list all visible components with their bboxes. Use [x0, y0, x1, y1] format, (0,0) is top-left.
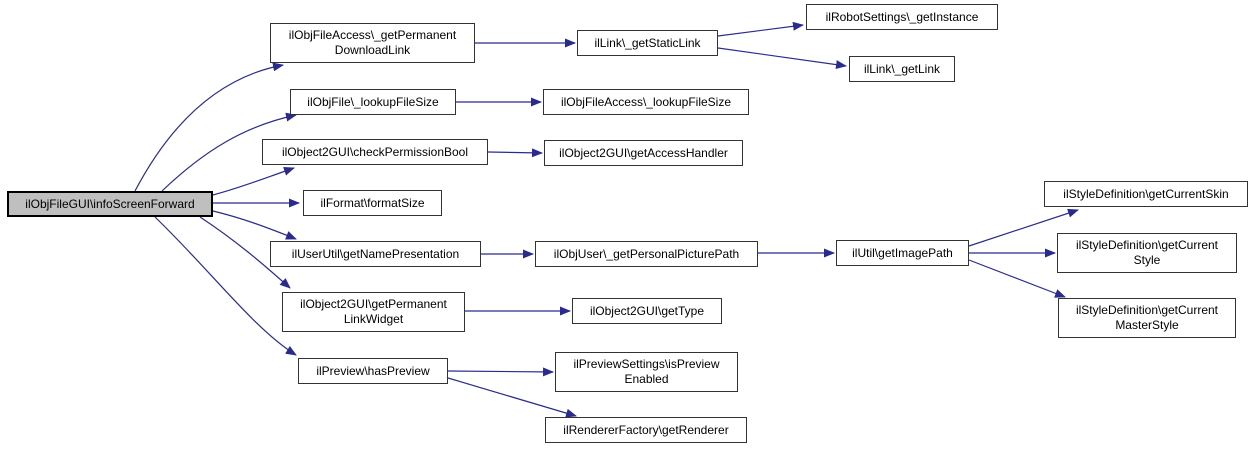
- node-isPreviewEnabled[interactable]: ilPreviewSettings\isPreview Enabled: [555, 352, 738, 392]
- node-getCurrentMasterStyle[interactable]: ilStyleDefinition\getCurrent MasterStyle: [1058, 298, 1236, 338]
- node-formatSize[interactable]: ilFormat\formatSize: [303, 190, 442, 216]
- node-getType[interactable]: ilObject2GUI\getType: [572, 298, 722, 324]
- edge-infoScreenForward-to-getNamePresentation: [212, 210, 297, 240]
- edge-getStaticLink-to-getInstance: [717, 21, 804, 37]
- edge-infoScreenForward-to-checkPermissionBool: [212, 167, 295, 196]
- node-getCurrentSkin[interactable]: ilStyleDefinition\getCurrentSkin: [1044, 181, 1248, 207]
- node-checkPermissionBool[interactable]: ilObject2GUI\checkPermissionBool: [262, 139, 488, 165]
- edge-infoScreenForward-to-getPermanentLinkWidget: [199, 216, 291, 289]
- edge-hasPreview-to-isPreviewEnabled: [447, 367, 554, 377]
- node-getAccessHandler[interactable]: ilObject2GUI\getAccessHandler: [544, 140, 743, 166]
- node-hasPreview[interactable]: ilPreview\hasPreview: [298, 358, 448, 384]
- edge-getImagePath-to-getCurrentMasterStyle: [968, 259, 1066, 298]
- node-getPermanentLinkWidget[interactable]: ilObject2GUI\getPermanent LinkWidget: [282, 292, 465, 332]
- node-getRenderer[interactable]: ilRendererFactory\getRenderer: [545, 417, 747, 443]
- edge-getStaticLink-to-getLink: [717, 47, 847, 70]
- edge-infoScreenForward-to-hasPreview: [154, 216, 297, 356]
- node-getPersonalPicturePath[interactable]: ilObjUser\_getPersonalPicturePath: [535, 241, 758, 267]
- node-getImagePath[interactable]: ilUtil\getImagePath: [836, 240, 969, 266]
- node-getLink[interactable]: ilLink\_getLink: [849, 56, 955, 82]
- node-getNamePresentation[interactable]: ilUserUtil\getNamePresentation: [270, 241, 481, 267]
- node-lookupFileSize[interactable]: ilObjFile\_lookupFileSize: [290, 89, 456, 115]
- edge-hasPreview-to-getRenderer: [447, 377, 577, 418]
- edge-infoScreenForward-to-lookupFileSize: [161, 112, 297, 192]
- node-getStaticLink[interactable]: ilLink\_getStaticLink: [577, 30, 718, 56]
- node-accessLookupFileSize[interactable]: ilObjFileAccess\_lookupFileSize: [543, 89, 749, 115]
- node-infoScreenForward: ilObjFileGUI\infoScreenForward: [7, 191, 213, 217]
- node-getInstance[interactable]: ilRobotSettings\_getInstance: [806, 4, 998, 30]
- edge-infoScreenForward-to-getPermanentDownloadLink: [134, 62, 284, 192]
- node-getCurrentStyle[interactable]: ilStyleDefinition\getCurrent Style: [1057, 233, 1237, 273]
- edge-checkPermissionBool-to-getAccessHandler: [487, 148, 543, 158]
- edge-getImagePath-to-getCurrentSkin: [968, 208, 1079, 247]
- node-getPermanentDownloadLink[interactable]: ilObjFileAccess\_getPermanent DownloadLi…: [270, 23, 475, 63]
